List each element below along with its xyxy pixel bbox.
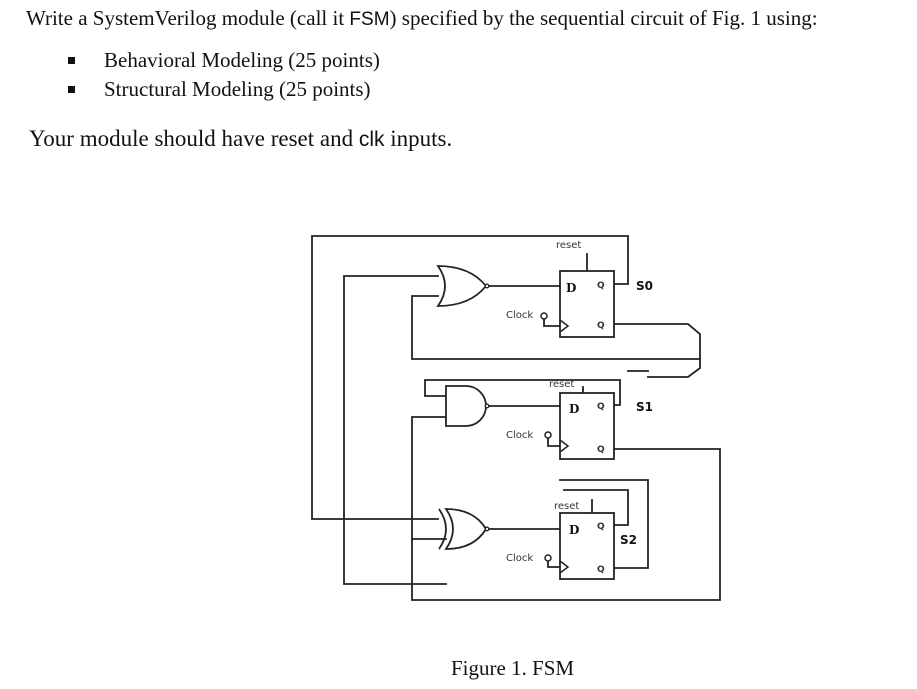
flipflop-boxes [559,270,615,580]
clock-triangles [559,319,570,574]
output-dots [484,283,490,532]
clock-wire-2 [547,559,561,568]
clock-bubble-icon [544,554,552,562]
list-item-text: Behavioral Modeling (25 points) [104,48,380,72]
qbar-label: Q [597,321,605,331]
question-intro: Write a SystemVerilog module (call it FS… [26,4,818,34]
clock-label: Clock [506,430,533,441]
output-label-s2: S2 [620,533,637,547]
clk-text: clk [358,128,385,151]
clock-bubble-icon [540,312,548,320]
wire-or-input-a [343,275,447,585]
flipflop-s2 [559,512,615,580]
q-label: Q [597,281,605,291]
list-item-text: Structural Modeling (25 points) [104,77,371,101]
wire-and-input-qbar [411,416,721,601]
modeling-list: Behavioral Modeling (25 points) Structur… [62,46,380,104]
logic-gates [436,265,488,550]
reset-label: reset [549,379,574,390]
reset-label: reset [554,501,579,512]
list-item: Behavioral Modeling (25 points) [62,46,380,75]
wire-s2-feedback [563,489,629,526]
figure-caption: Figure 1. FSM [451,656,575,680]
intro-text-post: ) specified by the sequential circuit of… [389,6,818,30]
d-label: D [569,402,579,416]
qbar-label: Q [597,565,605,575]
clock-label: Clock [506,553,533,564]
clock-triangle-icon [559,319,570,333]
intro-text-pre: Write a SystemVerilog module (call it [26,6,350,30]
and-gate-icon [445,385,487,427]
wire-and-input-s1 [424,379,621,406]
d-label: D [566,281,576,295]
wire-s0-feedback [311,235,629,520]
q-label: Q [597,522,605,532]
reset-label: reset [556,240,581,251]
clock-triangle-icon [559,560,570,574]
wire-s2-qbar [559,479,649,569]
wire-s0-qbar [613,323,701,378]
note-text-post: inputs. [384,126,453,151]
square-bullet-icon [68,57,75,64]
qbar-label: Q [597,445,605,455]
list-item: Structural Modeling (25 points) [62,75,380,104]
or-gate-icon [436,265,488,307]
flipflop-s1 [559,392,615,460]
d-label: D [569,523,579,537]
module-name: FSM [349,9,390,30]
requirements-note: Your module should have reset and clk in… [29,124,452,155]
wire-or-input-b [411,295,701,360]
square-bullet-icon [68,86,75,93]
clock-bubble-icon [544,431,552,439]
clock-label: Clock [506,310,533,321]
q-label: Q [597,402,605,412]
wires [311,235,721,601]
note-text-pre: Your module should have reset and [29,126,359,151]
clock-triangle-icon [559,439,570,453]
clock-bubbles [540,312,552,562]
clock-wire-1 [547,436,561,447]
output-label-s1: S1 [636,400,653,414]
xor-gate-icon [444,508,488,550]
xor-extra-arc [438,508,447,550]
output-label-s0: S0 [636,279,653,293]
clock-wire-0 [543,317,561,327]
